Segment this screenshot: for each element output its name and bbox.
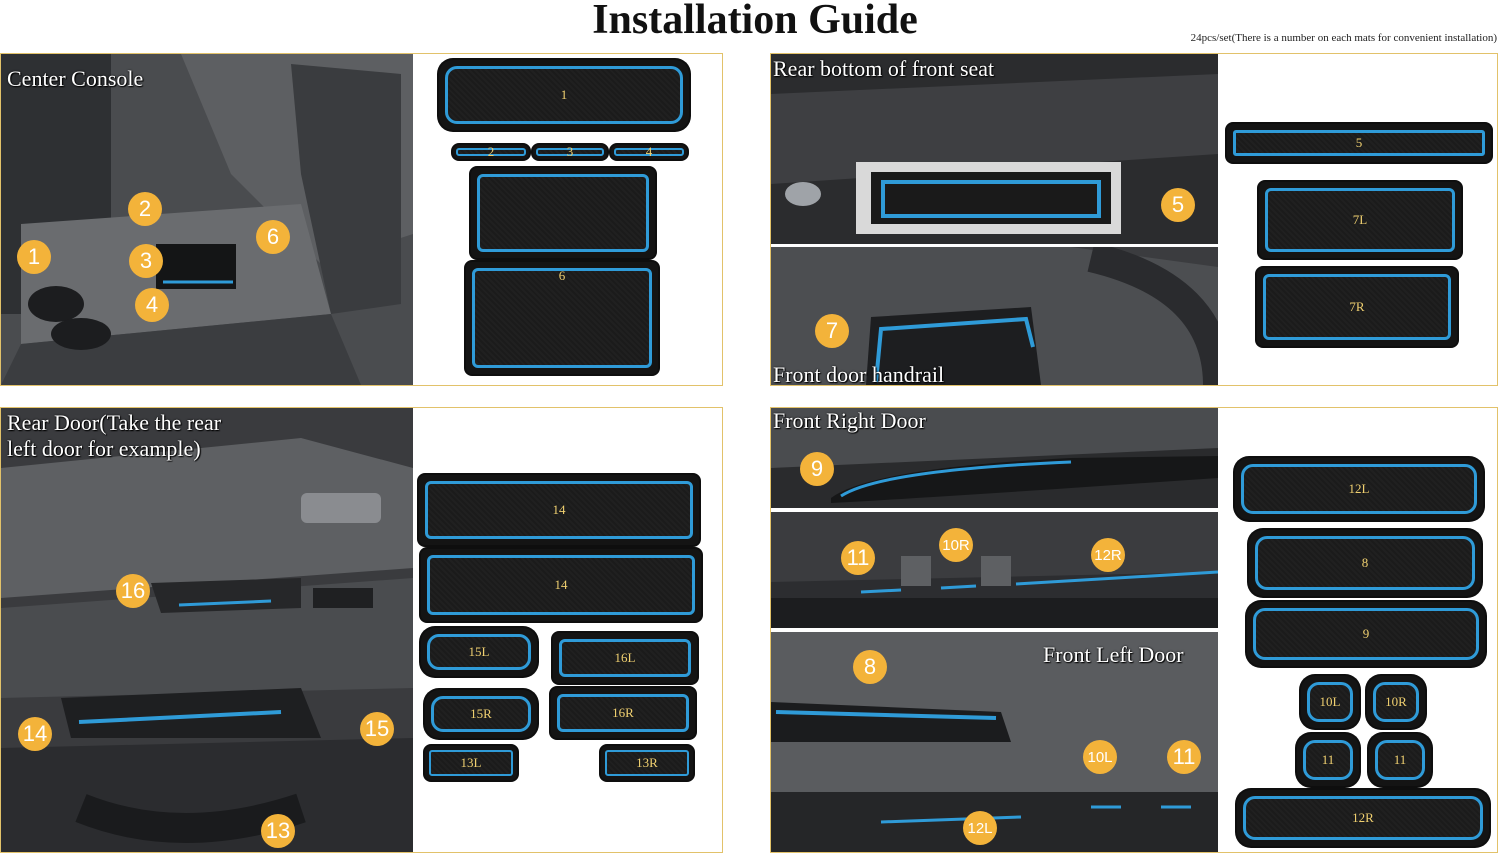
mat-13l: 13L xyxy=(425,746,517,780)
mat-3: 3 xyxy=(533,144,607,159)
center-console-label: Center Console xyxy=(7,66,144,91)
mat-16r: 16R xyxy=(551,688,695,738)
mat-2: 2 xyxy=(453,144,529,159)
mat-7r: 7R xyxy=(1257,268,1457,346)
badge-12r: 12R xyxy=(1091,538,1125,572)
badge-16: 16 xyxy=(116,574,150,608)
badge-6: 6 xyxy=(256,220,290,254)
badge-13: 13 xyxy=(261,814,295,848)
front-right-door-photo-2 xyxy=(771,512,1218,628)
badge-8: 8 xyxy=(853,650,887,684)
mat-14a: 14 xyxy=(419,475,699,545)
badge-3: 3 xyxy=(129,244,163,278)
mat-12l: 12L xyxy=(1235,458,1483,520)
badge-14: 14 xyxy=(18,717,52,751)
front-right-door-label: Front Right Door xyxy=(773,408,926,433)
mat-16l: 16L xyxy=(553,633,697,683)
panel-rear-seat: Rear bottom of front seat Front door han… xyxy=(770,53,1498,386)
rear-seat-photo xyxy=(771,54,1218,244)
badge-11b: 11 xyxy=(1167,740,1201,774)
center-console-photo xyxy=(1,54,413,385)
rear-seat-label: Rear bottom of front seat xyxy=(773,56,995,81)
mat-12r: 12R xyxy=(1237,790,1489,846)
mat-14b: 14 xyxy=(421,549,701,621)
badge-10l: 10L xyxy=(1083,740,1117,774)
mat-8: 8 xyxy=(1249,530,1481,596)
badge-11a: 11 xyxy=(841,541,875,575)
panel-center-console: Center Console 1 2 3 4 6 1 2 3 4 5 6 xyxy=(0,53,723,386)
mat-1: 1 xyxy=(439,60,689,130)
badge-15: 15 xyxy=(360,712,394,746)
mat-13r: 13R xyxy=(601,746,693,780)
rear-door-photo xyxy=(1,408,413,852)
page-subtitle: 24pcs/set(There is a number on each mats… xyxy=(1190,32,1497,44)
mat-11a: 11 xyxy=(1297,734,1359,786)
mat-7l: 7L xyxy=(1259,182,1461,258)
mat-11b: 11 xyxy=(1369,734,1431,786)
mat-6: 6 xyxy=(466,262,658,374)
mat-4: 4 xyxy=(611,144,687,159)
page-title: Installation Guide xyxy=(592,0,918,43)
badge-5: 5 xyxy=(1161,188,1195,222)
rear-door-label-line1: Rear Door(Take the rear xyxy=(7,410,222,435)
mat-5b: 5 xyxy=(1227,124,1491,162)
front-door-handrail-photo xyxy=(771,247,1218,385)
badge-4: 4 xyxy=(135,288,169,322)
front-right-door-photo-1 xyxy=(771,408,1218,508)
front-left-door-label: Front Left Door xyxy=(1043,642,1184,667)
mat-10r: 10R xyxy=(1367,676,1425,728)
mat-9: 9 xyxy=(1247,602,1485,666)
rear-door-label-line2: left door for example) xyxy=(7,436,201,461)
badge-10r: 10R xyxy=(939,528,973,562)
mat-15r: 15R xyxy=(425,690,537,738)
panel-rear-door: Rear Door(Take the rear left door for ex… xyxy=(0,407,723,853)
badge-9: 9 xyxy=(800,452,834,486)
badge-7: 7 xyxy=(815,314,849,348)
mat-10l: 10L xyxy=(1301,676,1359,728)
badge-12l: 12L xyxy=(963,811,997,845)
badge-2: 2 xyxy=(128,192,162,226)
mat-15l: 15L xyxy=(421,628,537,676)
mat-5: 5 xyxy=(471,168,655,258)
front-door-handrail-label: Front door handrail xyxy=(773,362,945,386)
badge-1: 1 xyxy=(17,240,51,274)
panel-front-doors: Front Right Door Front Left Door 9 11 10… xyxy=(770,407,1498,853)
